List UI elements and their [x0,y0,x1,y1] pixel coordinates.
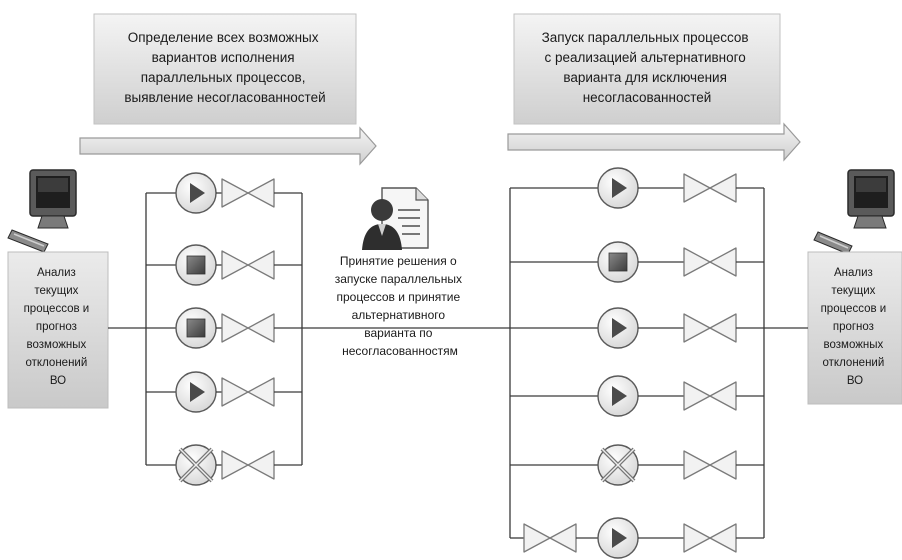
left-branch-row [146,244,302,286]
right-branch-row [510,307,764,349]
valve-icon [221,377,275,407]
valve-icon [683,247,737,277]
computer-icon [7,169,77,253]
decision-line: процессов и принятие [336,290,460,304]
valve-icon [683,313,737,343]
valve-icon [683,523,737,553]
decision-line: несогласованностям [342,344,458,358]
left-banner-text: Определение всех возможных вариантов исп… [124,30,325,105]
left-branch-row [146,444,302,486]
right-analysis-text: Анализ текущих процессов и прогноз возмо… [821,267,890,387]
right-box-line: прогноз [833,321,874,333]
left-banner-line: Определение всех возможных [128,30,319,45]
valve-icon [683,173,737,203]
valve-icon [683,381,737,411]
left-box-line: Анализ [37,267,76,279]
valve-icon [221,450,275,480]
right-box-line: возможных [824,339,884,351]
left-box-line: процессов и [24,303,90,315]
decision-maker-icon [362,187,429,250]
right-box-line: текущих [831,285,875,297]
right-branch-group [509,167,765,559]
left-analysis-text: Анализ текущих процессов и прогноз возмо… [24,267,93,387]
right-analysis-box: Анализ текущих процессов и прогноз возмо… [807,251,902,405]
stop-icon [175,307,217,349]
right-arrow [507,122,801,162]
right-banner-line: несогласованностей [583,90,712,105]
left-box-line: отклонений [26,357,88,369]
decision-line: варианта по [364,326,432,340]
left-box-line: ВО [50,375,66,387]
left-box-line: возможных [27,339,87,351]
right-branch-row [510,517,764,559]
left-banner-line: вариантов исполнения [152,50,295,65]
cancel-icon [175,444,217,486]
play-icon [597,517,639,559]
decision-line: запуске параллельных [335,272,462,286]
right-box-line: отклонений [823,357,885,369]
left-branch-row [146,307,302,349]
valve-icon [221,313,275,343]
valve-icon [221,250,275,280]
valve-icon [683,450,737,480]
left-banner: Определение всех возможных вариантов исп… [79,13,377,166]
play-icon [175,172,217,214]
right-box-line: ВО [847,375,863,387]
right-banner-text: Запуск параллельных процессов с реализац… [542,30,753,105]
stop-icon [175,244,217,286]
play-icon [597,307,639,349]
right-banner: Запуск параллельных процессов с реализац… [507,13,801,162]
left-branch-group [145,172,303,486]
left-box-line: прогноз [36,321,77,333]
right-banner-line: Запуск параллельных процессов [542,30,749,45]
left-arrow [79,126,377,166]
cancel-icon [597,444,639,486]
left-box-line: текущих [34,285,78,297]
right-branch-row [510,167,764,209]
right-branch-row [510,375,764,417]
left-branch-row [146,172,302,214]
left-branch-row [146,371,302,413]
left-banner-line: выявление несогласованностей [124,90,325,105]
right-branch-row [510,241,764,283]
play-icon [597,167,639,209]
right-banner-line: варианта для исключения [563,70,727,85]
right-banner-box [513,13,781,125]
right-branch-row [510,444,764,486]
decision-line: Принятие решения о [340,254,457,268]
decision-text: Принятие решения о запуске параллельных … [335,254,466,358]
right-banner-line: с реализацией альтернативного [544,50,745,65]
right-box-line: процессов и [821,303,887,315]
valve-icon [221,178,275,208]
computer-icon [813,169,895,255]
play-icon [175,371,217,413]
left-banner-box [93,13,357,125]
left-analysis-box: Анализ текущих процессов и прогноз возмо… [7,251,109,409]
stop-icon [597,241,639,283]
play-icon [597,375,639,417]
left-banner-line: параллельных процессов, [141,70,306,85]
decision-line: альтернативного [352,308,446,322]
right-box-line: Анализ [834,267,873,279]
valve-icon [523,523,577,553]
